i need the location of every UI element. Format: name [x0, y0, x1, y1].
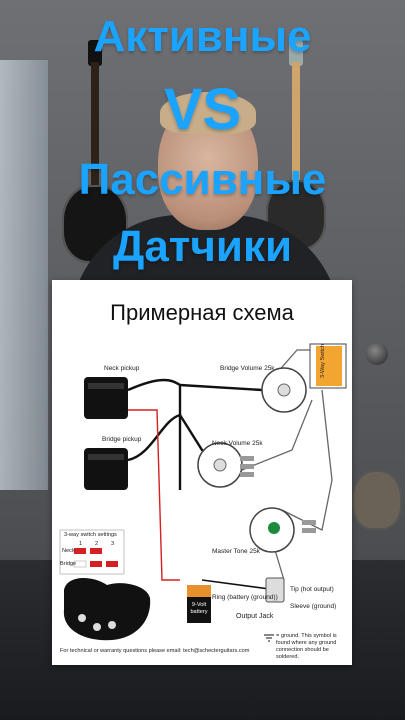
switch-label: 3-Way Switch — [320, 344, 326, 378]
master-tone-label: Master Tone 25k — [212, 548, 260, 555]
output-jack-shape — [265, 577, 285, 603]
diagram-title: Примерная схема — [110, 300, 294, 325]
neck-pickup-label: Neck pickup — [104, 365, 140, 372]
contact-text: For technical or warranty questions plea… — [60, 648, 250, 654]
ring-label: Ring (battery (ground)) — [212, 594, 278, 601]
switch-pos-2: 2 — [95, 541, 99, 547]
switch-pos-3: 3 — [111, 541, 115, 547]
guitar-bottom-right — [352, 470, 405, 590]
tone-capacitor — [268, 522, 280, 534]
bridge-volume-label: Bridge Volume 25k — [220, 365, 275, 372]
overlay-title-line1: Активные — [93, 12, 312, 61]
bridge-pickup-label: Bridge pickup — [102, 436, 142, 443]
output-jack-label: Output Jack — [236, 613, 274, 620]
neck-volume-label: Neck Volume 25k — [212, 440, 263, 447]
guitar-outline — [63, 578, 151, 641]
overlay-title-line2: VS — [163, 77, 242, 142]
wiring-svg — [59, 343, 347, 642]
window-light — [0, 60, 48, 490]
battery-label: 9-Volt battery — [190, 602, 208, 615]
switch-row-neck: Neck — [62, 548, 75, 554]
tip-label: Tip (hot output) — [290, 586, 334, 593]
overlay-title-line3: Пассивные — [78, 155, 327, 204]
overlay-title-line4: Датчики — [112, 222, 293, 271]
switch-pos-1: 1 — [79, 541, 83, 547]
wiring-diagram: Примерная схема — [52, 280, 352, 665]
ground-note: = ground. This symbol is found where any… — [276, 633, 337, 660]
sleeve-label: Sleeve (ground) — [290, 603, 337, 610]
diagram-clip-knob — [366, 343, 388, 365]
switch-settings-box — [59, 529, 125, 575]
switch-settings-title: 3-way switch settings — [64, 532, 117, 538]
person-hair — [160, 92, 256, 134]
switch-row-bridge: Bridge — [60, 561, 77, 567]
